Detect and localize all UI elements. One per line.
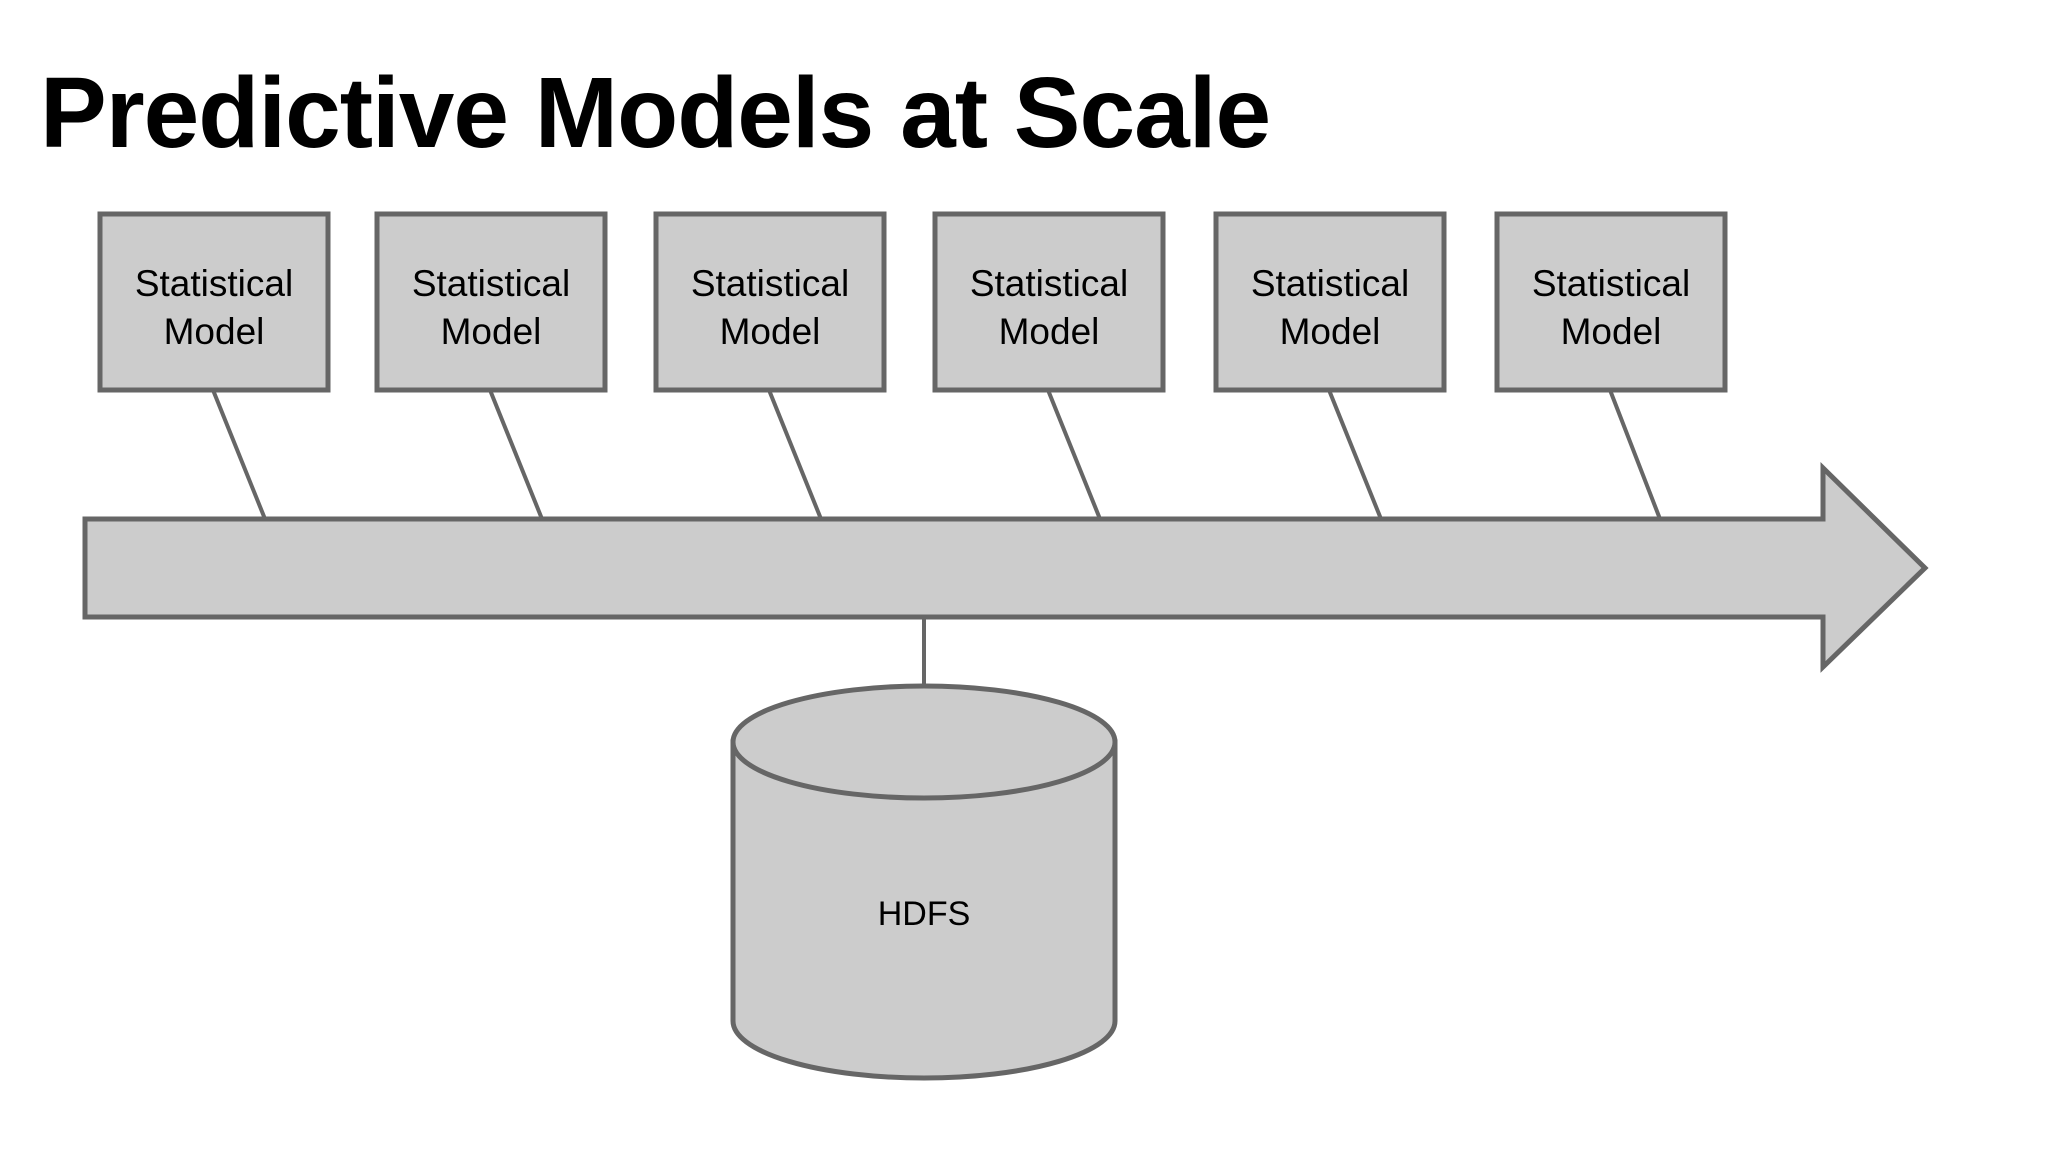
model-box-5[interactable]: Statistical Model (1213, 211, 1447, 393)
model-box-label-line2: Model (164, 311, 265, 352)
model-box-rect[interactable] (1213, 211, 1447, 393)
model-box-label-line1: Statistical (691, 263, 849, 304)
model-box-label-line1: Statistical (135, 263, 293, 304)
connector-line-6 (1608, 389, 1662, 520)
cylinder-top-ellipse (730, 683, 1118, 801)
model-box-label-line1: Statistical (970, 263, 1128, 304)
model-box-4[interactable]: Statistical Model (932, 211, 1166, 393)
model-box-label-line2: Model (441, 311, 542, 352)
model-box-rect[interactable] (1494, 211, 1728, 393)
model-box-rect[interactable] (374, 211, 608, 393)
hdfs-label: HDFS (878, 895, 971, 933)
model-box-3[interactable]: Statistical Model (653, 211, 887, 393)
connector-line-5 (1327, 389, 1383, 520)
model-box-rect[interactable] (932, 211, 1166, 393)
model-box-label-line2: Model (1561, 311, 1662, 352)
cylinder-body[interactable] (730, 739, 1118, 1081)
model-box-rect[interactable] (653, 211, 887, 393)
connector-line-3 (767, 389, 823, 520)
model-box-label-line1: Statistical (412, 263, 570, 304)
pipeline-arrow-shape[interactable] (82, 462, 1929, 673)
model-box-label-line2: Model (1280, 311, 1381, 352)
model-box-2[interactable]: Statistical Model (374, 211, 608, 393)
connector-line-4 (1046, 389, 1102, 520)
model-box-6[interactable]: Statistical Model (1494, 211, 1728, 393)
hdfs-datastore[interactable]: HDFS (730, 683, 1118, 1081)
model-box-label-line2: Model (999, 311, 1100, 352)
model-box-label-line1: Statistical (1532, 263, 1690, 304)
connector-line-1 (211, 389, 267, 520)
model-box-label-line2: Model (720, 311, 821, 352)
model-box-1[interactable]: Statistical Model (97, 211, 331, 393)
connector-group (211, 389, 1662, 520)
connector-line-2 (488, 389, 544, 520)
model-box-label-line1: Statistical (1251, 263, 1409, 304)
page-title: Predictive Models at Scale (40, 57, 1271, 169)
model-box-rect[interactable] (97, 211, 331, 393)
